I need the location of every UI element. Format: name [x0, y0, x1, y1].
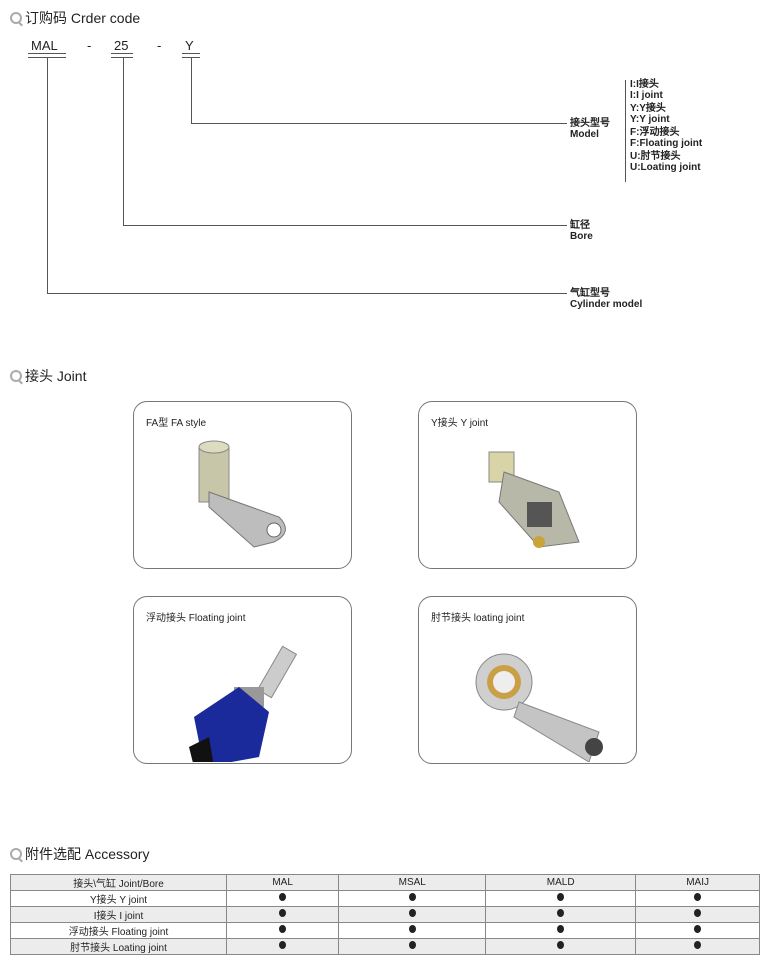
card-fa-style: FA型 FA style — [133, 401, 352, 569]
dot-icon — [557, 941, 565, 949]
dot-icon — [279, 893, 287, 901]
heading-text: 订购码 Crder code — [25, 10, 141, 26]
underline — [28, 53, 66, 58]
leader-line — [123, 58, 124, 226]
fa-joint-image — [198, 440, 286, 548]
leader-line — [191, 123, 567, 124]
dot-icon — [694, 893, 702, 901]
dot-icon — [694, 941, 702, 949]
card-rod-end-joint: 肘节接头 loating joint — [418, 596, 637, 764]
code-joint: Y — [185, 38, 194, 53]
table-row: I接头 I joint — [10, 906, 760, 923]
dot-icon — [557, 925, 565, 933]
dot-icon — [557, 893, 565, 901]
dot-icon — [557, 909, 565, 917]
card-floating-joint: 浮动接头 Floating joint — [133, 596, 352, 764]
dot-icon — [408, 941, 416, 949]
bracket-line — [625, 80, 626, 182]
y-joint-image — [488, 451, 580, 548]
table-row: Y接头 Y joint — [10, 890, 760, 907]
code-dash: - — [87, 38, 92, 53]
heading-text: 附件选配 Accessory — [25, 846, 150, 862]
rod-end-joint-image — [475, 653, 603, 762]
joint-heading: 接头 Joint — [10, 366, 86, 386]
code-series: MAL — [31, 38, 58, 53]
search-icon — [10, 848, 22, 860]
card-y-joint: Y接头 Y joint — [418, 401, 637, 569]
dot-icon — [408, 909, 416, 917]
table-row: 肘节接头 Loating joint — [10, 938, 760, 955]
leader-line — [47, 293, 567, 294]
dot-icon — [279, 909, 287, 917]
leader-line — [47, 58, 48, 294]
code-dash: - — [157, 38, 162, 53]
table-row: 浮动接头 Floating joint — [10, 922, 760, 939]
search-icon — [10, 12, 22, 24]
underline — [182, 53, 200, 58]
code-bore: 25 — [114, 38, 129, 53]
floating-joint-image — [189, 645, 298, 762]
heading-text: 接头 Joint — [25, 368, 87, 384]
dot-icon — [694, 925, 702, 933]
dot-icon — [279, 925, 287, 933]
leader-line — [123, 225, 567, 226]
order-code-heading: 订购码 Crder code — [10, 8, 140, 28]
dot-icon — [694, 909, 702, 917]
dot-icon — [408, 925, 416, 933]
dot-icon — [408, 893, 416, 901]
leader-line — [191, 58, 192, 124]
dot-icon — [279, 941, 287, 949]
underline — [111, 53, 133, 58]
accessory-heading: 附件选配 Accessory — [10, 844, 149, 864]
search-icon — [10, 370, 22, 382]
